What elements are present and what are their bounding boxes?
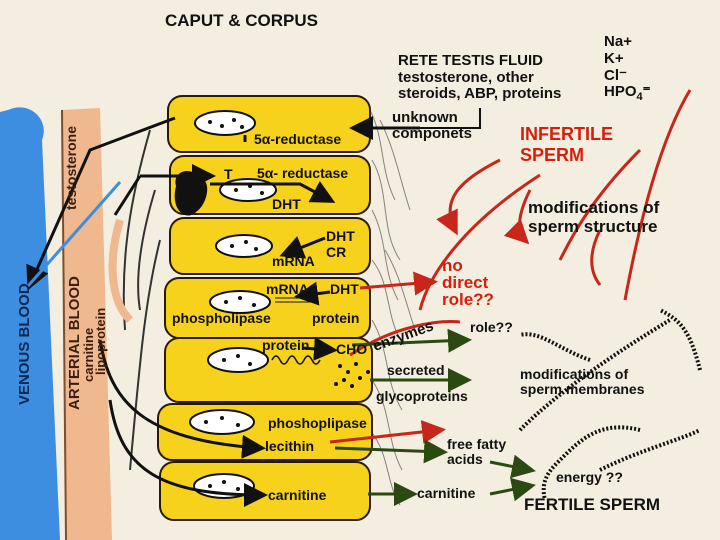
infertile-line-2: SPERM <box>520 145 585 165</box>
no-direct-role-1: no <box>442 256 463 275</box>
dht-1-label: DHT <box>272 196 301 212</box>
reductase-1-label: 5α-reductase <box>254 131 342 147</box>
reductase-2-label: 5α- reductase <box>257 165 349 181</box>
unknown-line-1: unknown <box>392 109 458 126</box>
phospholipase-label: phospholipase <box>172 310 271 326</box>
page-title: CAPUT & CORPUS <box>165 11 319 30</box>
sperm-tails <box>518 308 702 501</box>
green-arrows <box>334 328 536 506</box>
rete-line-3: steroids, ABP, proteins <box>398 85 562 102</box>
carnitine-cell-label: carnitine <box>268 487 327 503</box>
cr-label: CR <box>326 244 347 260</box>
rete-line-1: RETE TESTIS FLUID <box>398 52 544 69</box>
energy-label: energy ?? <box>556 469 623 485</box>
lipoprotein-blood-label: lipoprotein <box>93 307 108 375</box>
secreted-label: secreted <box>387 362 445 378</box>
arterial-blood-vessel <box>62 108 112 540</box>
membranes-line-1: modifications of <box>520 366 629 382</box>
rete-line-2: testosterone, other <box>398 69 534 86</box>
venous-blood-label: VENOUS BLOOD <box>16 283 33 405</box>
arterial-blood-label: ARTERIAL BLOOD <box>66 276 83 410</box>
free-fatty-acids-2: acids <box>447 451 483 467</box>
lecithin-label: lecithin <box>265 438 315 454</box>
dht-2-label: DHT <box>326 228 355 244</box>
protein-2-label: protein <box>262 337 310 353</box>
dht-3-label: DHT <box>330 281 359 297</box>
role-label: role?? <box>470 319 513 335</box>
free-fatty-acids-1: free fatty <box>447 436 507 452</box>
membranes-line-2: sperm membranes <box>520 381 645 397</box>
red-arrows <box>329 89 692 444</box>
fertile-sperm-label: FERTILE SPERM <box>524 495 661 514</box>
vessel-divider <box>61 109 67 540</box>
lumen-strands <box>369 109 416 506</box>
glycoproteins-label: glycoproteins <box>376 388 468 404</box>
unknown-line-2: componets <box>392 125 473 142</box>
phoshoplipase-label: phoshoplipase <box>268 415 367 431</box>
ion-cl: Cl⁻ <box>604 67 627 84</box>
testosterone-blue-arrow <box>26 181 122 287</box>
carnitine-secretion-label: carnitine <box>417 485 476 501</box>
no-direct-role-2: direct <box>442 273 489 292</box>
black-arrows <box>26 116 338 507</box>
cho-label: CHO <box>336 341 368 357</box>
ion-k: K+ <box>604 50 624 67</box>
t-label: T <box>224 166 233 182</box>
ion-na: Na+ <box>604 33 632 50</box>
protein-1-label: protein <box>312 310 360 326</box>
testosterone-blood-label: testosterone <box>63 125 79 210</box>
basal-strands <box>108 129 161 471</box>
ion-hpo4: HPO4⁼ <box>604 83 651 103</box>
mrna-2-label: mRNA <box>266 281 309 297</box>
cell-7 <box>159 461 371 521</box>
mrna-1-label: mRNA <box>272 253 315 269</box>
infertile-line-1: INFERTILE <box>520 124 613 144</box>
endoplasmic-reticulum <box>271 355 321 365</box>
venous-blood-vessel <box>0 107 60 540</box>
structure-line-1: modifications of <box>528 198 660 217</box>
secretory-granules <box>334 362 370 388</box>
structure-line-2: sperm structure <box>528 217 658 236</box>
no-direct-role-3: role?? <box>442 290 494 309</box>
